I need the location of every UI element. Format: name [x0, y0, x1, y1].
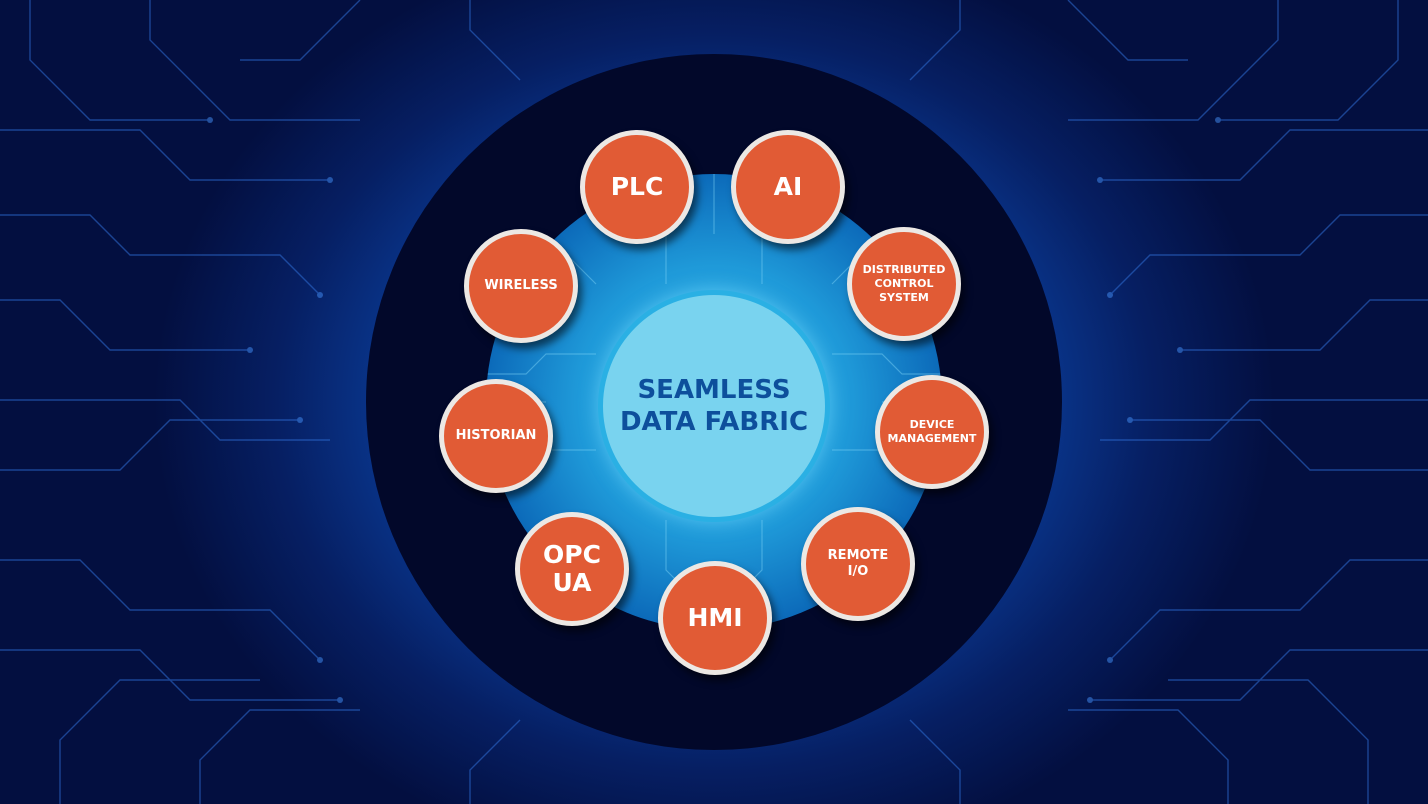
node-label-ai: AI [773, 172, 803, 201]
node-wireless: WIRELESS [464, 229, 578, 343]
node-hmi: HMI [658, 561, 772, 675]
node-distributed-control-system: DISTRIBUTED CONTROL SYSTEM [847, 227, 961, 341]
node-remote-io: REMOTE I/O [801, 507, 915, 621]
hub-title: SEAMLESS DATA FABRIC [619, 375, 809, 437]
hub-circle: SEAMLESS DATA FABRIC [598, 290, 830, 522]
circuit-pads [207, 117, 1221, 703]
node-label-remote-io: REMOTE I/O [827, 548, 889, 579]
node-label-hmi: HMI [687, 603, 743, 632]
node-historian: HISTORIAN [439, 379, 553, 493]
node-device-management: DEVICE MANAGEMENT [875, 375, 989, 489]
circuit-traces-top-bottom [469, 0, 961, 804]
node-label-wireless: WIRELESS [484, 278, 558, 293]
circuit-traces-right [1067, 0, 1428, 804]
node-label-historian: HISTORIAN [455, 428, 537, 443]
circuit-traces-left [0, 0, 361, 804]
node-ai: AI [731, 130, 845, 244]
node-plc: PLC [580, 130, 694, 244]
node-label-opc-ua: OPC UA [543, 540, 601, 597]
node-opc-ua: OPC UA [515, 512, 629, 626]
node-label-device-management: DEVICE MANAGEMENT [887, 418, 977, 445]
node-label-plc: PLC [610, 172, 664, 201]
node-label-distributed-control-system: DISTRIBUTED CONTROL SYSTEM [862, 263, 946, 304]
